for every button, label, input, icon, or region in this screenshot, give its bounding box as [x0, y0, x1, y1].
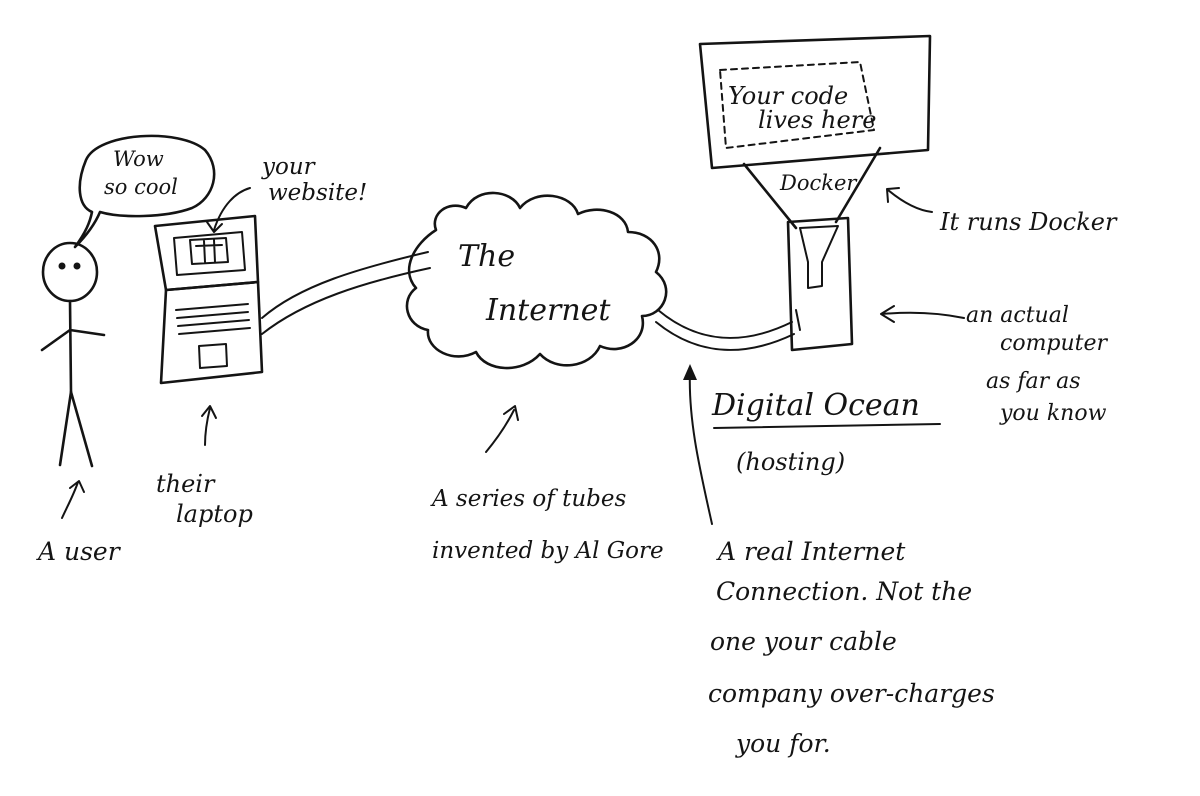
server-box — [786, 216, 854, 352]
user-eye-left — [58, 262, 66, 270]
runs-docker-label: It runs Docker — [939, 208, 1118, 236]
cable-internet-server-a — [657, 309, 793, 339]
speech-bubble — [73, 134, 216, 249]
code-box — [698, 34, 932, 170]
server-detail — [795, 309, 801, 331]
laptop-screen — [153, 214, 260, 292]
user-body — [68, 299, 73, 394]
stick-figure-user — [40, 241, 106, 468]
laptop-base — [159, 280, 264, 385]
website-thumbnail — [189, 237, 229, 265]
internet-cloud — [405, 191, 668, 370]
tubes-label: A series of tubes invented by Al Gore — [430, 486, 664, 564]
code-label: Your code lives here — [728, 82, 876, 134]
laptop-keyboard — [175, 303, 251, 335]
user-legs — [58, 390, 94, 468]
docker-spout — [799, 225, 839, 289]
actual-computer-label: an actual computer as far as you know — [966, 303, 1114, 426]
user-arrow — [61, 480, 85, 519]
cable-internet-server-b — [655, 321, 795, 351]
connection-label: A real Internet Connection. Not the one … — [708, 537, 1003, 758]
user-eye-right — [73, 262, 81, 270]
code-inner-box — [719, 61, 875, 149]
speech-text: Wow so cool — [104, 147, 178, 199]
cable-laptop-internet-a — [261, 251, 429, 319]
host-label: Digital Ocean — [711, 388, 920, 423]
runs-docker-arrow — [886, 187, 933, 213]
user-label: A user — [36, 537, 122, 566]
laptop-arrow — [201, 405, 217, 446]
laptop-screen-inner — [173, 231, 246, 276]
laptop-icon — [153, 214, 264, 385]
connection-arrowhead — [683, 364, 697, 380]
user-head — [41, 241, 99, 303]
laptop-label: their laptop — [156, 470, 253, 528]
hosting-label: (hosting) — [736, 448, 845, 476]
website-label: your website! — [261, 154, 367, 206]
actual-computer-arrow — [880, 305, 965, 323]
docker-funnel — [742, 146, 882, 230]
website-arrow — [206, 187, 251, 233]
user-arms — [40, 328, 106, 352]
internet-label: The Internet — [458, 239, 611, 328]
connection-arrow — [688, 369, 713, 525]
laptop-trackpad — [198, 343, 228, 369]
internet-arrow — [485, 405, 519, 453]
host-underline — [713, 423, 941, 429]
docker-label: Docker — [779, 171, 858, 195]
cable-laptop-internet-b — [261, 267, 431, 335]
